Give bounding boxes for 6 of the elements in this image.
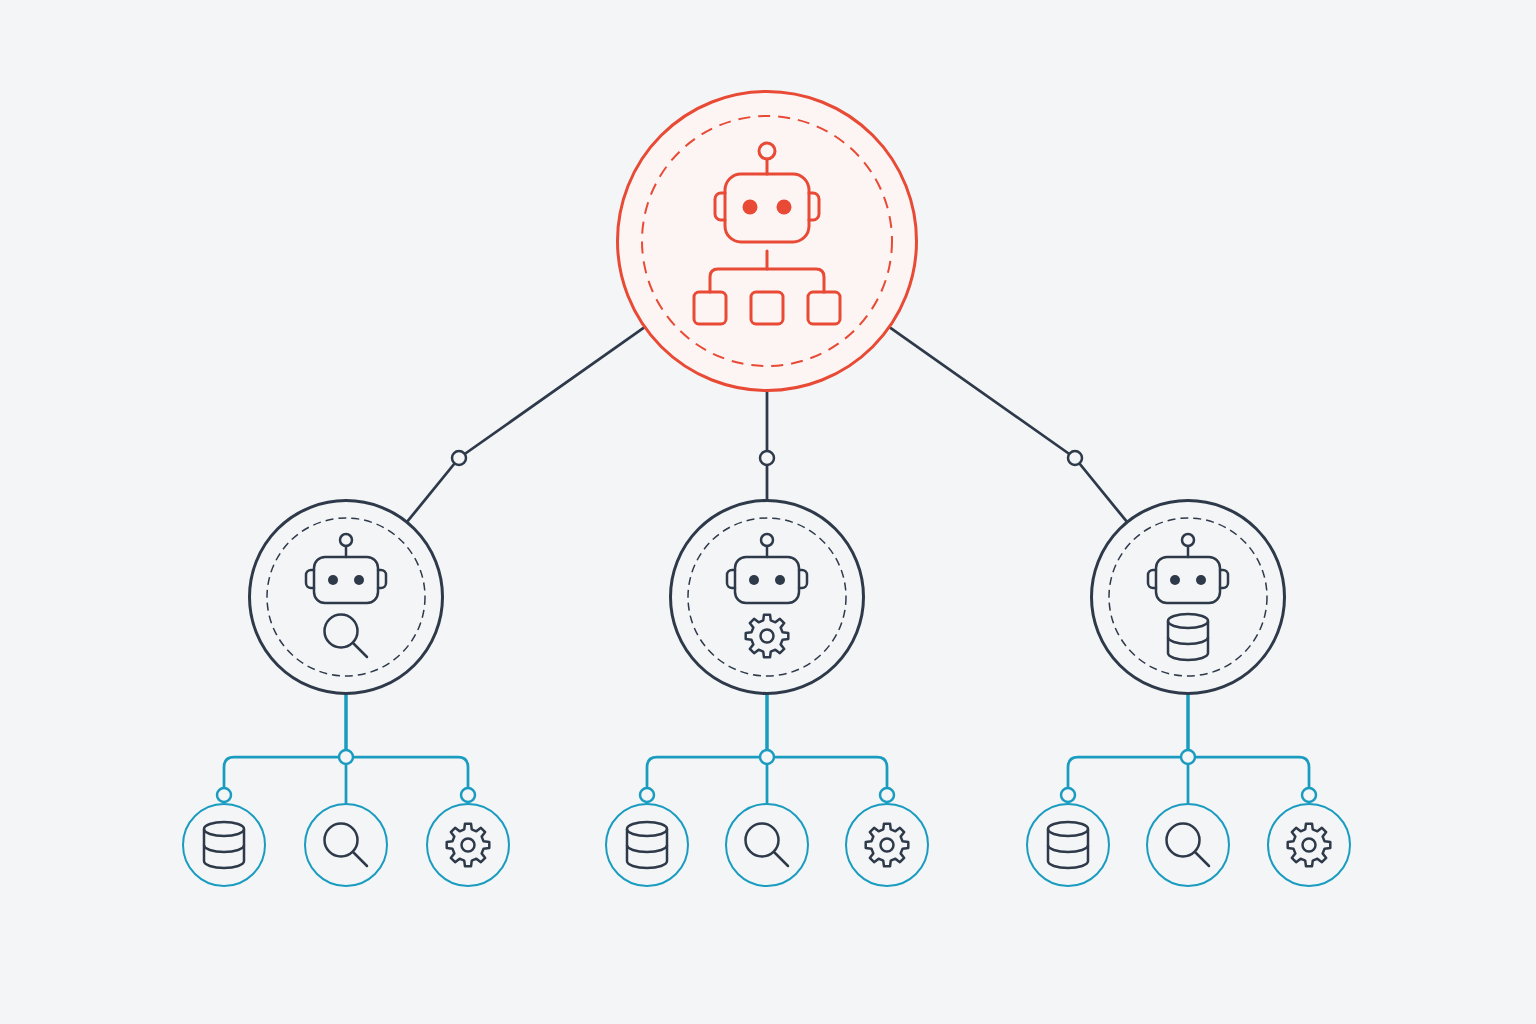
connector-line — [765, 693, 896, 805]
connector-line — [344, 693, 477, 805]
connector-line — [1186, 693, 1318, 805]
connector-line — [406, 326, 645, 523]
connector-line — [889, 326, 1128, 523]
connector-line — [765, 390, 769, 501]
